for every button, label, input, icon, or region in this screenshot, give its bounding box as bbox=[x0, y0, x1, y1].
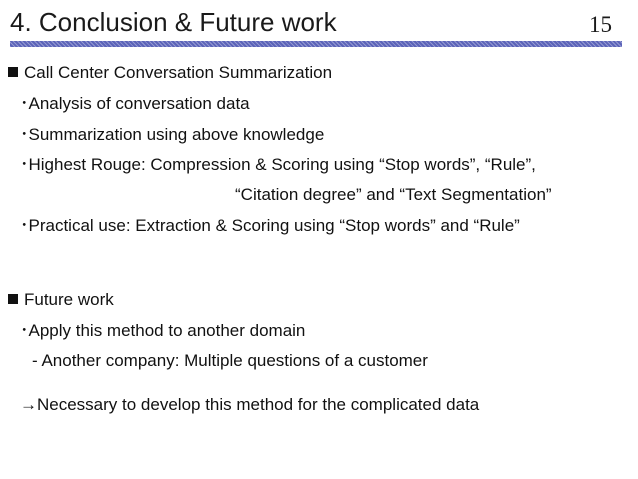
square-bullet-icon bbox=[8, 67, 18, 77]
bullet-summarization: ･Summarization using above knowledge bbox=[20, 125, 325, 144]
square-bullet-icon bbox=[8, 294, 18, 304]
slide-title: 4. Conclusion & Future work bbox=[10, 7, 337, 37]
bullet-necessary-develop: →Necessary to develop this method for th… bbox=[20, 395, 480, 414]
bullet-highest-rouge: ･Highest Rouge: Compression & Scoring us… bbox=[20, 155, 536, 174]
bullet-practical-use: ･Practical use: Extraction & Scoring usi… bbox=[20, 216, 520, 235]
section-heading-summarization: Call Center Conversation Summarization bbox=[8, 63, 332, 83]
section-heading-future-work: Future work bbox=[8, 290, 114, 310]
bullet-highest-rouge-continued: “Citation degree” and “Text Segmentation… bbox=[235, 185, 552, 204]
bullet-analysis: ･Analysis of conversation data bbox=[20, 94, 250, 113]
bullet-another-company: - Another company: Multiple questions of… bbox=[32, 351, 428, 370]
title-underline bbox=[10, 41, 622, 47]
section-heading-text: Call Center Conversation Summarization bbox=[24, 63, 333, 82]
bullet-apply-method: ･Apply this method to another domain bbox=[20, 321, 306, 340]
section-heading-text: Future work bbox=[24, 290, 114, 309]
page-number: 15 bbox=[589, 12, 612, 37]
